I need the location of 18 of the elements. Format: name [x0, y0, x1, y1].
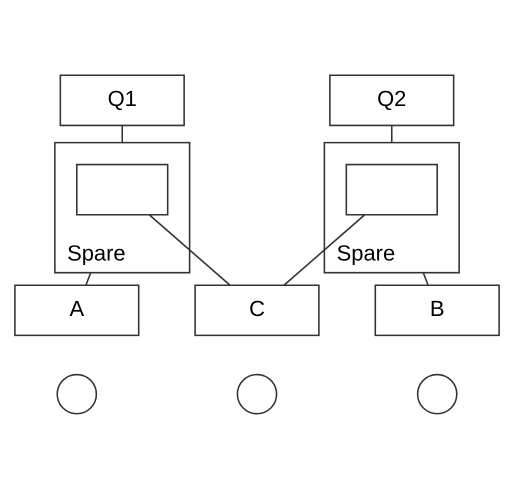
node-box: Q1: [60, 74, 185, 126]
node-box: A: [14, 284, 140, 336]
node-box: [346, 164, 438, 216]
connector: [390, 125, 393, 143]
connector: [85, 272, 92, 286]
node-circle: [416, 374, 458, 415]
cluster: Spare: [324, 142, 460, 274]
node-box: B: [374, 284, 500, 336]
node-circle: [56, 374, 98, 415]
connector: [422, 272, 429, 286]
cluster: Spare: [54, 142, 190, 274]
connector: [149, 214, 230, 286]
connector: [284, 214, 365, 286]
node-box: Q2: [329, 74, 454, 126]
node-box: C: [194, 284, 320, 336]
connector: [121, 125, 124, 143]
node-circle: [236, 374, 278, 415]
node-box: [76, 164, 168, 216]
